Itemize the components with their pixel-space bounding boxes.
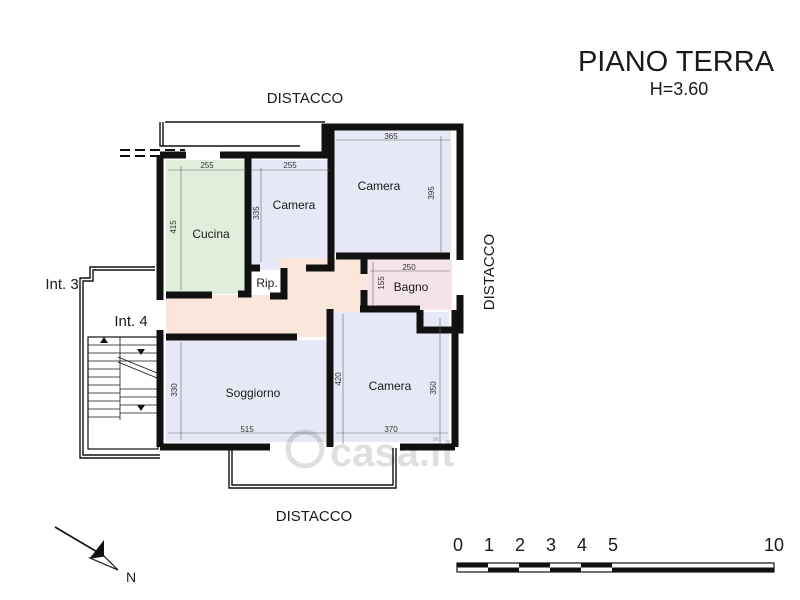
unit-label-int4: Int. 4 [114,313,147,330]
plan-title: PIANO TERRA [578,46,775,78]
soggiorno-area [166,340,327,442]
north-label: N [126,569,136,585]
dim-bagno-w: 250 [402,263,416,272]
distacco-right: DISTACCO [481,234,498,310]
dim-soggiorno-h: 330 [170,383,179,397]
stair-arrow-up-icon [100,337,108,343]
stairwell-outline-inner [82,269,160,456]
scale-tick-2: 2 [515,535,525,555]
camera-small-area [250,160,330,270]
stairwell-outline [79,266,160,459]
height-label: H=3.60 [650,79,709,99]
dim-camera-br-w: 370 [384,425,398,434]
dim-bagno-h: 155 [377,276,386,290]
north-arrow-icon [54,526,119,571]
room-label-bagno: Bagno [394,280,429,294]
stair-treads [88,337,163,420]
camera-top-right-area [333,130,451,254]
scale-tick-5: 5 [608,535,618,555]
dim-camera-small-h: 335 [252,206,261,220]
dim-camera-br-h-left: 420 [334,372,343,386]
scale-tick-3: 3 [546,535,556,555]
dim-soggiorno-w: 515 [240,425,254,434]
camera-bottom-right-area [333,312,449,442]
distacco-bottom: DISTACCO [276,508,352,525]
dimension-lines [168,136,450,444]
dim-cucina-h: 415 [169,220,178,234]
dim-camera-br-h-right: 350 [429,381,438,395]
distacco-top: DISTACCO [267,90,343,107]
scale-tick-4: 4 [577,535,587,555]
bagno-area [366,260,452,310]
wall-cucina-east [238,155,252,298]
wall-camera-small-east [306,127,335,272]
scale-tick-10: 10 [764,535,784,555]
scale-tick-0: 0 [453,535,463,555]
unit-label-int3: Int. 3 [45,276,78,293]
dim-camera-tr-h: 395 [427,186,436,200]
room-label-camera-bottom-right: Camera [369,379,412,393]
stair-arrow-down-icon [137,349,145,355]
room-label-soggiorno: Soggiorno [226,386,281,400]
cucina-area [166,160,246,294]
dim-cucina-w: 255 [200,161,214,170]
room-label-camera-top-right: Camera [358,179,401,193]
dim-camera-tr-w: 365 [384,132,398,141]
watermark-text: casa.it [330,431,455,475]
balcony-north [159,122,300,147]
wall-rip-east [270,268,288,300]
balcony-south [228,448,397,489]
scale-bar [456,562,775,573]
wall-north-2 [220,123,464,260]
dim-camera-small-w: 255 [283,161,297,170]
watermark-logo: casa.it [285,429,455,475]
scale-tick-1: 1 [484,535,494,555]
balcony-south-inner [231,448,394,486]
room-label-cucina: Cucina [192,227,230,241]
room-label-camera-small: Camera [273,198,316,212]
room-label-rip: Rip. [256,276,277,290]
stair-arrow-down-2-icon [137,405,145,411]
